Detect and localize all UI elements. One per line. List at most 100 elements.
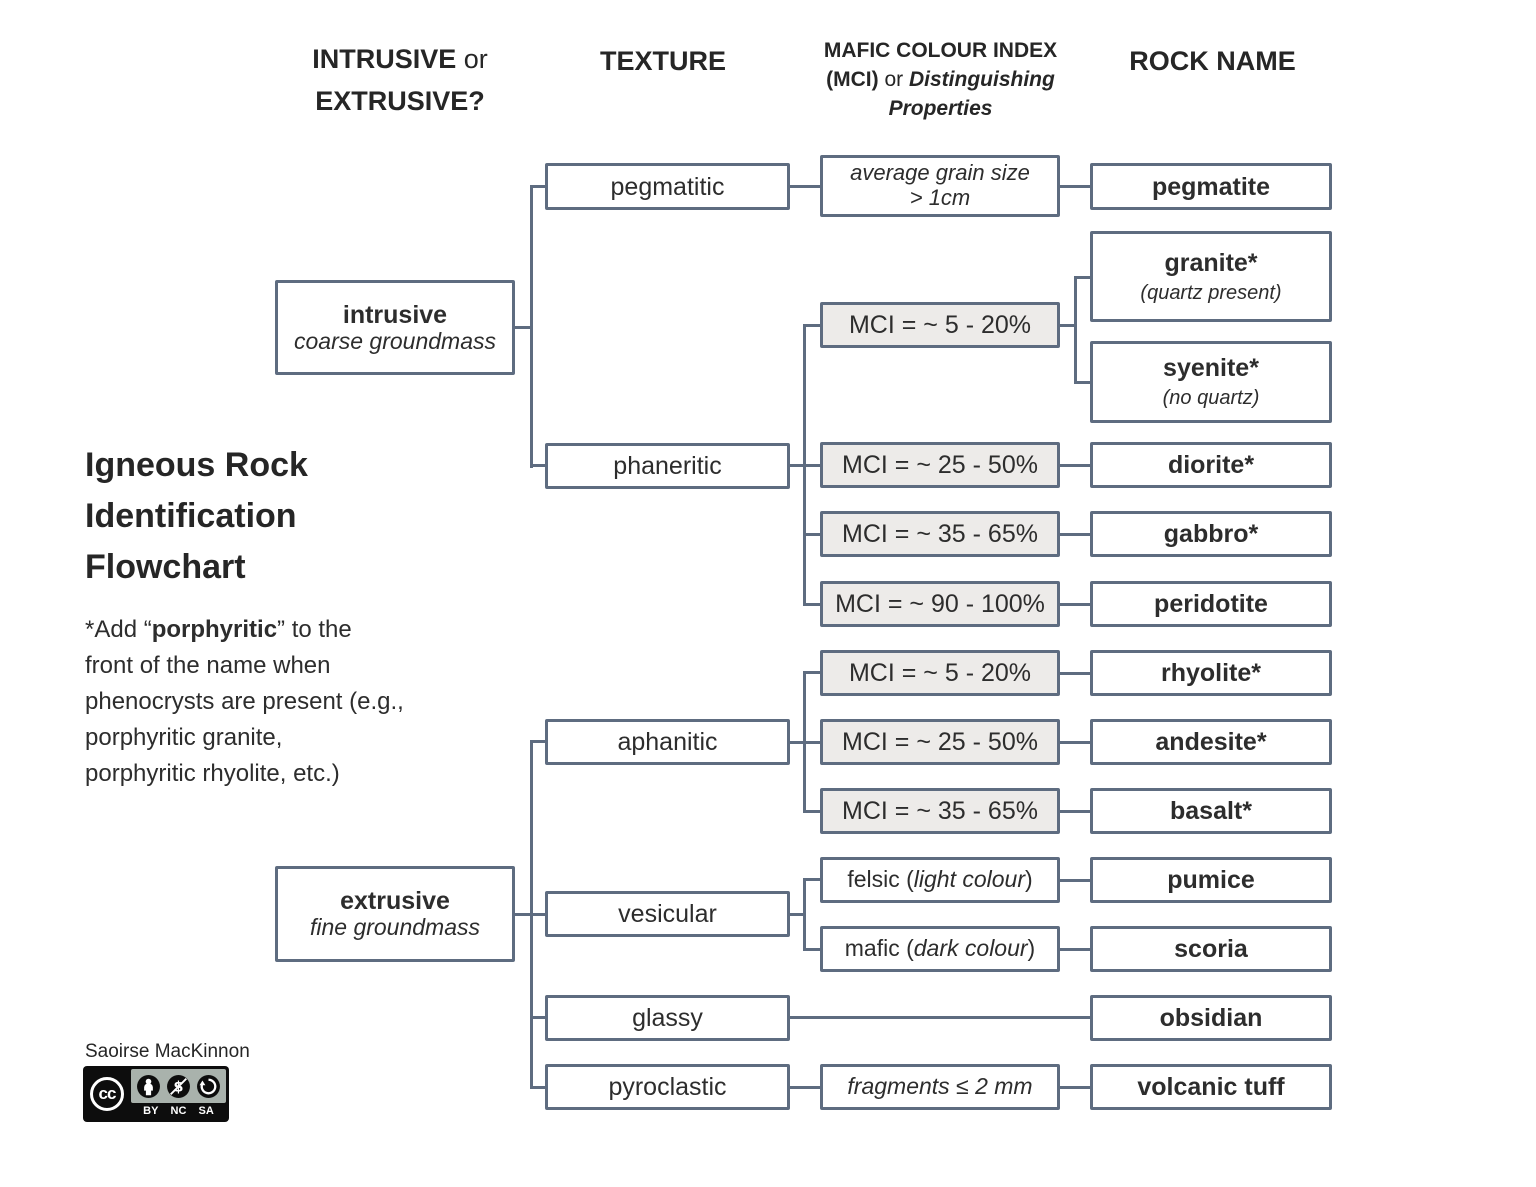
- header-text: Distinguishing: [909, 68, 1055, 91]
- node-label: peridotite: [1154, 590, 1268, 618]
- connector-line: [1060, 324, 1076, 327]
- node-grain-size: average grain size > 1cm: [820, 155, 1060, 217]
- cc-nc-no-dollar-icon: $: [166, 1074, 191, 1099]
- connector-line: [515, 913, 533, 916]
- cc-by-person-icon: [136, 1074, 161, 1099]
- node-aphanitic: aphanitic: [545, 719, 790, 765]
- node-sublabel: (no quartz): [1162, 387, 1260, 410]
- header-text: or: [456, 44, 488, 74]
- node-mci-35-65-phaneritic: MCI = ~ 35 - 65%: [820, 511, 1060, 557]
- connector-line: [533, 740, 545, 743]
- node-mci-25-50-phaneritic: MCI = ~ 25 - 50%: [820, 442, 1060, 488]
- node-pumice: pumice: [1090, 857, 1332, 903]
- connector-line: [806, 810, 820, 813]
- node-label: basalt*: [1170, 797, 1252, 825]
- node-label: pumice: [1167, 866, 1255, 894]
- header-text: EXTRUSIVE?: [315, 86, 485, 116]
- node-mci-25-50-aphanitic: MCI = ~ 25 - 50%: [820, 719, 1060, 765]
- porphyritic-footnote: *Add “porphyritic” to the front of the n…: [85, 612, 404, 792]
- connector-line: [1060, 879, 1090, 882]
- connector-line: [806, 948, 820, 951]
- node-label: MCI = ~ 5 - 20%: [848, 311, 1032, 339]
- node-diorite: diorite*: [1090, 442, 1332, 488]
- node-label-part: ): [1027, 935, 1036, 962]
- node-vesicular: vesicular: [545, 891, 790, 937]
- footnote-text: porphyritic rhyolite, etc.): [85, 760, 340, 787]
- connector-line: [1060, 603, 1090, 606]
- header-text: TEXTURE: [599, 46, 726, 76]
- connector-line: [1060, 741, 1090, 744]
- node-label-part: mafic (: [844, 935, 914, 962]
- connector-line: [803, 671, 806, 813]
- node-sublabel: coarse groundmass: [294, 327, 496, 354]
- cc-logo: cc: [86, 1069, 128, 1119]
- node-volcanic-tuff: volcanic tuff: [1090, 1064, 1332, 1110]
- node-mci-5-20-aphanitic: MCI = ~ 5 - 20%: [820, 650, 1060, 696]
- column-header-mci: MAFIC COLOUR INDEX (MCI) or Distinguishi…: [813, 36, 1068, 123]
- cc-sa-label: SA: [198, 1105, 214, 1117]
- footnote-text: porphyritic: [151, 616, 278, 643]
- page-title: Igneous Rock Identification Flowchart: [85, 440, 308, 593]
- connector-line: [533, 913, 545, 916]
- connector-line: [1077, 276, 1090, 279]
- node-obsidian: obsidian: [1090, 995, 1332, 1041]
- node-label: intrusive: [342, 300, 448, 329]
- node-label: extrusive: [340, 887, 450, 916]
- connector-line: [1060, 672, 1090, 675]
- connector-line: [1060, 1086, 1090, 1089]
- connector-line: [790, 913, 805, 916]
- node-label: diorite*: [1167, 451, 1255, 479]
- connector-line: [1077, 381, 1090, 384]
- header-text: ROCK NAME: [1129, 46, 1296, 76]
- connector-line: [530, 740, 533, 1089]
- connector-line: [806, 324, 820, 327]
- connector-line: [790, 185, 820, 188]
- node-label: fragments ≤ 2 mm: [847, 1073, 1033, 1100]
- footnote-text: ” to the: [277, 616, 352, 643]
- node-glassy: glassy: [545, 995, 790, 1041]
- connector-line: [533, 185, 545, 188]
- node-label: gabbro*: [1163, 520, 1259, 548]
- cc-by-label: BY: [143, 1105, 159, 1117]
- node-label: mafic (dark colour): [844, 935, 1036, 962]
- header-text: Properties: [888, 97, 993, 120]
- footnote-text: front of the name when: [85, 652, 331, 679]
- node-intrusive: intrusive coarse groundmass: [275, 280, 515, 375]
- node-mafic: mafic (dark colour): [820, 926, 1060, 972]
- node-label: rhyolite*: [1160, 659, 1262, 687]
- node-label: pegmatitic: [610, 172, 725, 201]
- node-label: syenite*: [1163, 354, 1259, 383]
- footnote-text: *Add “: [85, 616, 152, 643]
- node-label: MCI = ~ 25 - 50%: [842, 451, 1038, 479]
- node-label-part: light colour: [913, 866, 1025, 893]
- node-label: MCI = ~ 25 - 50%: [842, 728, 1038, 756]
- node-label: volcanic tuff: [1137, 1073, 1285, 1101]
- node-peridotite: peridotite: [1090, 581, 1332, 627]
- node-label: glassy: [632, 1004, 703, 1032]
- connector-line: [806, 671, 820, 674]
- node-label: MCI = ~ 35 - 65%: [842, 797, 1038, 825]
- node-label: aphanitic: [617, 728, 718, 756]
- node-syenite: syenite* (no quartz): [1090, 341, 1332, 423]
- connector-line: [515, 326, 533, 329]
- node-felsic: felsic (light colour): [820, 857, 1060, 903]
- connector-line: [1060, 464, 1090, 467]
- node-label: phaneritic: [613, 452, 722, 480]
- node-granite: granite* (quartz present): [1090, 231, 1332, 322]
- node-label: MCI = ~ 90 - 100%: [835, 590, 1045, 618]
- connector-line: [533, 1016, 545, 1019]
- connector-line: [1060, 185, 1090, 188]
- node-basalt: basalt*: [1090, 788, 1332, 834]
- node-gabbro: gabbro*: [1090, 511, 1332, 557]
- header-text: MAFIC COLOUR INDEX: [823, 39, 1058, 62]
- header-text: or: [884, 68, 909, 91]
- connector-line: [806, 878, 820, 881]
- column-header-texture: TEXTURE: [558, 40, 768, 82]
- node-rhyolite: rhyolite*: [1090, 650, 1332, 696]
- cc-term-icons: $: [131, 1069, 226, 1103]
- node-label: granite*: [1164, 248, 1258, 277]
- node-label: pegmatite: [1151, 172, 1271, 201]
- node-label: MCI = ~ 35 - 65%: [842, 520, 1038, 548]
- node-fragments: fragments ≤ 2 mm: [820, 1064, 1060, 1110]
- node-label: andesite*: [1155, 728, 1267, 756]
